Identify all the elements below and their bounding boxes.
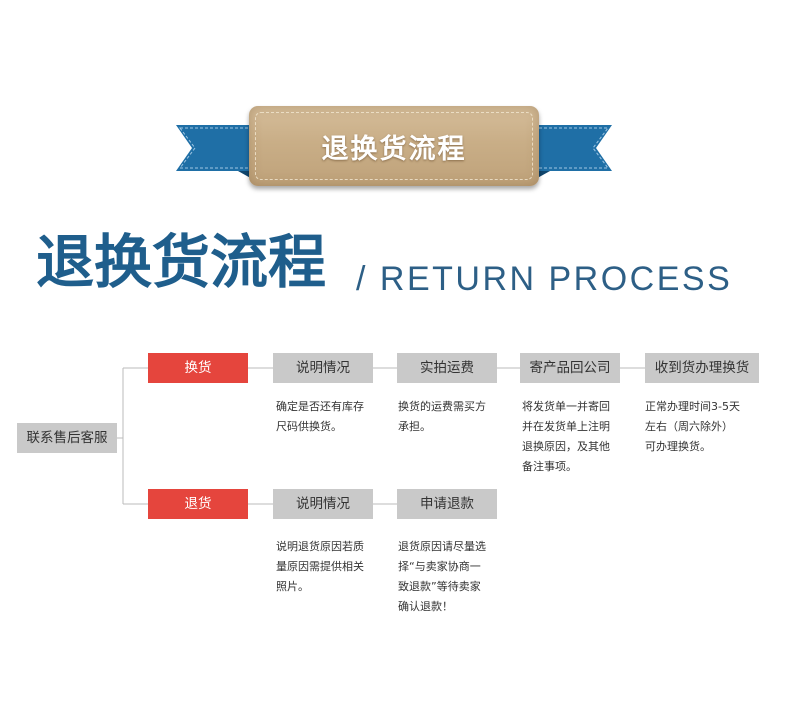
exchange-note-explain: 确定是否还有库存 尺码供换货。 [276,400,364,433]
contact-service-node: 联系售后客服 [17,423,117,453]
exchange-note-shipping: 换货的运费需买方 承担。 [398,400,486,433]
page-subtitle: / RETURN PROCESS [356,260,733,298]
banner-title: 退换货流程 [321,133,467,165]
exchange-step-shipping: 实拍运费 [397,353,497,383]
exchange-branch-node: 换货 [148,353,248,383]
refund-step-explain: 说明情况 [273,489,373,519]
refund-branch-node: 退货 [148,489,248,519]
exchange-step-send-back: 寄产品回公司 [520,353,620,383]
refund-step-apply: 申请退款 [397,489,497,519]
refund-note-apply: 退货原因请尽量选 择“与卖家协商一 致退款”等待卖家 确认退款！ [398,540,486,613]
exchange-note-process: 正常办理时间3-5天 左右（周六除外） 可办理换货。 [645,400,740,453]
refund-note-explain: 说明退货原因若质 量原因需提供相关 照片。 [276,540,364,593]
exchange-step-explain: 说明情况 [273,353,373,383]
page-title: 退换货流程 [36,228,327,296]
banner-ribbon [176,125,612,181]
exchange-note-send-back: 将发货单一并寄回 并在发货单上注明 退换原因，及其他 备注事项。 [522,400,610,473]
banner-label: 退换货流程 [249,106,539,186]
exchange-step-process: 收到货办理换货 [645,353,759,383]
